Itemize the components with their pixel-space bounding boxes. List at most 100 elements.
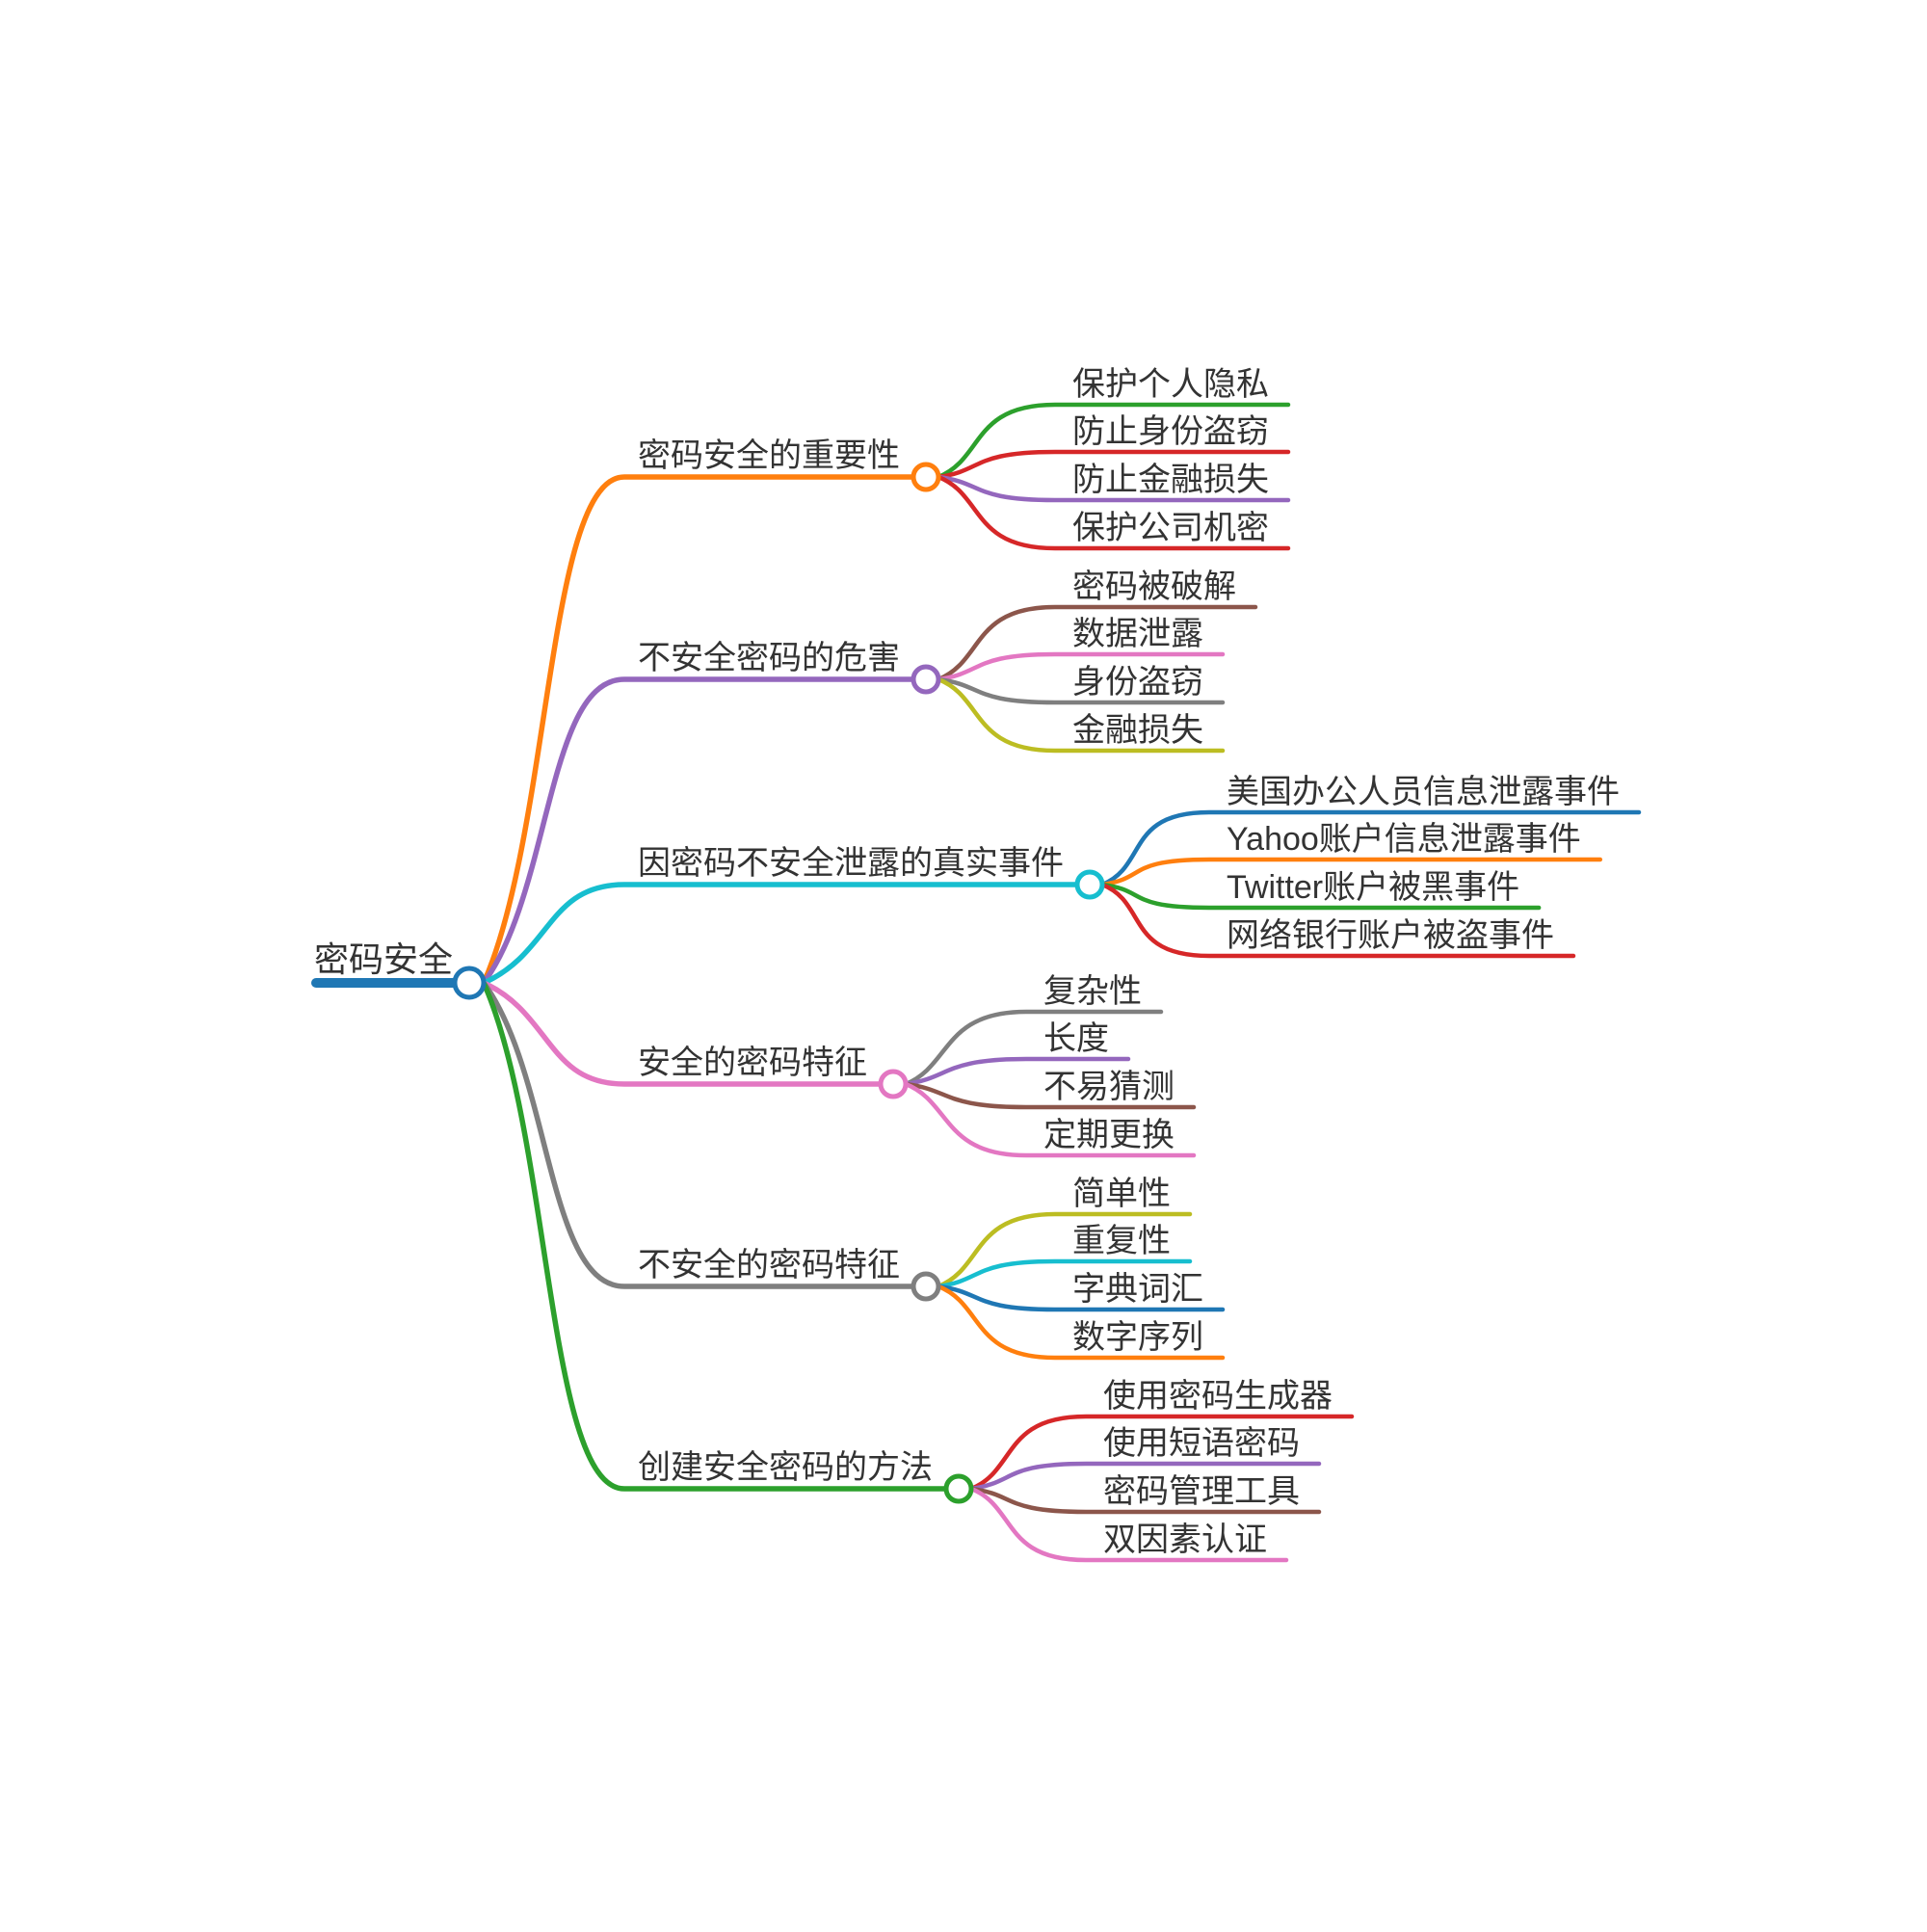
leaf-link-underline	[968, 1486, 1289, 1563]
node-leaf-5-3[interactable]: 双因素认证	[1103, 1522, 1267, 1558]
node-leaf-4-0[interactable]: 简单性	[1072, 1176, 1171, 1212]
node-leaf-2-3[interactable]: 网络银行账户被盗事件	[1227, 917, 1554, 954]
leaf-label: 防止金融损失	[1072, 462, 1269, 498]
leaf-link-underline	[936, 402, 1291, 480]
node-leaf-0-0[interactable]: 保护个人隐私	[1072, 366, 1269, 403]
leaf-label: 金融损失	[1072, 712, 1203, 749]
links-layer	[481, 402, 1642, 1563]
leaf-label: 使用密码生成器	[1103, 1378, 1333, 1415]
branch-collapse-handle[interactable]	[911, 664, 941, 695]
leaf-label: 双因素认证	[1103, 1522, 1267, 1558]
node-leaf-1-2[interactable]: 身份盗窃	[1072, 664, 1203, 701]
leaf-link-underline	[936, 604, 1258, 682]
branch-label: 不安全的密码特征	[638, 1247, 900, 1284]
leaf-label: 密码管理工具	[1103, 1473, 1300, 1510]
node-leaf-0-1[interactable]: 防止身份盗窃	[1072, 413, 1269, 450]
branch-collapse-handle[interactable]	[943, 1473, 974, 1504]
leaf-link-underline	[903, 1056, 1131, 1087]
leaf-label: 简单性	[1072, 1176, 1171, 1212]
leaf-label: 身份盗窃	[1072, 664, 1203, 701]
leaf-link-underline	[936, 1284, 1226, 1312]
leaf-link-underline	[936, 474, 1291, 503]
leaf-label: 保护公司机密	[1072, 510, 1269, 546]
branch-label: 密码安全的重要性	[638, 437, 900, 474]
leaf-link-underline	[1099, 882, 1576, 959]
node-leaf-5-0[interactable]: 使用密码生成器	[1103, 1378, 1333, 1415]
node-leaf-1-0[interactable]: 密码被破解	[1072, 569, 1236, 605]
leaf-link-underline	[1099, 857, 1603, 887]
branch-label: 安全的密码特征	[638, 1045, 867, 1081]
leaf-label: 密码被破解	[1072, 569, 1236, 605]
leaf-link-underline	[936, 1258, 1193, 1289]
branch-link	[481, 980, 916, 1289]
node-leaf-2-0[interactable]: 美国办公人员信息泄露事件	[1227, 774, 1620, 810]
leaf-link-underline	[936, 474, 1291, 551]
leaf-link-underline	[1099, 882, 1542, 911]
branch-label: 因密码不安全泄露的真实事件	[638, 845, 1064, 882]
leaf-link-underline	[903, 1081, 1197, 1158]
node-leaf-2-1[interactable]: Yahoo账户信息泄露事件	[1227, 821, 1581, 858]
branch-link	[481, 980, 949, 1492]
branch-link	[481, 882, 1080, 986]
node-leaf-0-2[interactable]: 防止金融损失	[1072, 462, 1269, 498]
leaf-link-underline	[1099, 809, 1642, 887]
branch-label: 创建安全密码的方法	[638, 1449, 933, 1486]
leaf-link-underline	[968, 1461, 1322, 1492]
branch-collapse-handle[interactable]	[878, 1069, 909, 1099]
branch-link	[481, 676, 916, 986]
leaf-label: Twitter账户被黑事件	[1227, 869, 1519, 906]
branch-link	[481, 474, 916, 986]
leaf-label: 重复性	[1072, 1223, 1171, 1259]
leaf-label: 不易猜测	[1043, 1069, 1175, 1105]
node-branch-0[interactable]: 密码安全的重要性	[638, 437, 941, 492]
branch-label: 不安全密码的危害	[638, 640, 900, 676]
node-leaf-4-2[interactable]: 字典词汇	[1072, 1271, 1203, 1308]
node-leaf-3-2[interactable]: 不易猜测	[1043, 1069, 1175, 1105]
node-leaf-3-3[interactable]: 定期更换	[1043, 1117, 1175, 1153]
node-leaf-5-2[interactable]: 密码管理工具	[1103, 1473, 1300, 1510]
leaf-label: 数据泄露	[1072, 616, 1203, 652]
leaf-link-underline	[903, 1009, 1164, 1087]
node-leaf-1-3[interactable]: 金融损失	[1072, 712, 1203, 749]
leaf-link-underline	[936, 1211, 1193, 1289]
leaf-label: 防止身份盗窃	[1072, 413, 1269, 450]
node-leaf-5-1[interactable]: 使用短语密码	[1103, 1425, 1300, 1462]
leaf-link-underline	[936, 676, 1226, 705]
node-leaf-4-3[interactable]: 数字序列	[1072, 1319, 1203, 1356]
leaf-label: 保护个人隐私	[1072, 366, 1269, 403]
branch-collapse-handle[interactable]	[911, 1271, 941, 1302]
node-branch-5[interactable]: 创建安全密码的方法	[638, 1449, 974, 1504]
leaf-label: 复杂性	[1043, 973, 1142, 1010]
node-leaf-0-3[interactable]: 保护公司机密	[1072, 510, 1269, 546]
leaf-link-underline	[936, 651, 1226, 682]
node-leaf-1-1[interactable]: 数据泄露	[1072, 616, 1203, 652]
branch-link	[481, 980, 884, 1087]
node-branch-3[interactable]: 安全的密码特征	[638, 1045, 909, 1099]
leaf-label: Yahoo账户信息泄露事件	[1227, 821, 1581, 858]
leaf-link-underline	[968, 1414, 1355, 1492]
root-collapse-handle[interactable]	[452, 966, 487, 1000]
leaf-link-underline	[903, 1081, 1197, 1110]
node-root[interactable]: 密码安全	[311, 940, 487, 1000]
nodes-layer: 密码安全 密码安全的重要性 保护个人隐私防止身份盗窃防止金融损失保护公司机密不安全密…	[311, 366, 1620, 1558]
leaf-label: 定期更换	[1043, 1117, 1175, 1153]
leaf-link-underline	[936, 676, 1226, 754]
leaf-link-underline	[936, 1284, 1226, 1361]
leaf-label: 使用短语密码	[1103, 1425, 1300, 1462]
branch-collapse-handle[interactable]	[1074, 869, 1105, 900]
leaf-label: 网络银行账户被盗事件	[1227, 917, 1554, 954]
node-leaf-3-0[interactable]: 复杂性	[1043, 973, 1142, 1010]
node-leaf-3-1[interactable]: 长度	[1043, 1020, 1109, 1057]
leaf-link-underline	[968, 1486, 1322, 1515]
node-leaf-4-1[interactable]: 重复性	[1072, 1223, 1171, 1259]
leaf-label: 长度	[1043, 1020, 1109, 1057]
branch-collapse-handle[interactable]	[911, 462, 941, 492]
leaf-label: 美国办公人员信息泄露事件	[1227, 774, 1620, 810]
node-branch-4[interactable]: 不安全的密码特征	[638, 1247, 941, 1302]
node-branch-1[interactable]: 不安全密码的危害	[638, 640, 941, 695]
node-branch-2[interactable]: 因密码不安全泄露的真实事件	[638, 845, 1105, 900]
node-leaf-2-2[interactable]: Twitter账户被黑事件	[1227, 869, 1519, 906]
leaf-link-underline	[936, 449, 1291, 480]
